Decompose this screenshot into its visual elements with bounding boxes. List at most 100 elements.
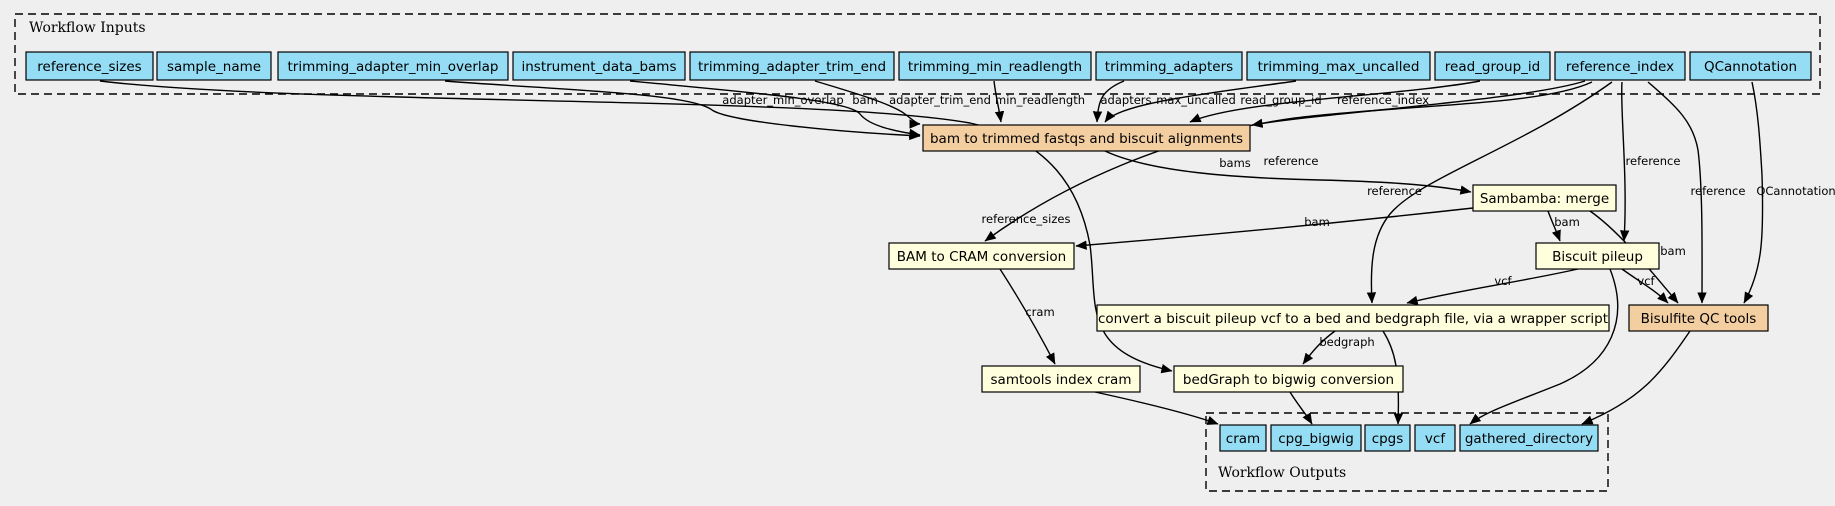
edge-min-readlength — [993, 80, 1005, 123]
node-label: samtools index cram — [991, 372, 1132, 388]
edge-label-bam-to-qc: bam — [1660, 244, 1686, 258]
node-box — [1472, 184, 1617, 212]
node-label: trimming_max_uncalled — [1258, 59, 1420, 75]
input-node-reference-sizes: reference_sizes — [25, 51, 154, 81]
edge-bams-in — [629, 80, 921, 139]
edge-label-qcannotation: QCannotation — [1756, 184, 1835, 198]
output-node-cram: cram — [1219, 424, 1267, 452]
node-box — [1173, 365, 1404, 393]
edge-ref-to-qc — [1647, 81, 1707, 304]
edge-label-ref-to-convert: reference — [1367, 184, 1422, 198]
edge-label-bam-to-pileup: bam — [1554, 215, 1580, 229]
edge-label-read-group-id: read_group_id — [1240, 93, 1321, 107]
node-label: trimming_min_readlength — [908, 59, 1082, 75]
node-box — [1364, 424, 1411, 452]
edge-adapters — [1092, 80, 1125, 123]
node-box — [981, 365, 1141, 393]
node-box — [277, 51, 509, 81]
node-label: trimming_adapter_trim_end — [698, 59, 886, 75]
input-node-trimming-max-uncalled: trimming_max_uncalled — [1246, 51, 1431, 81]
input-node-read-group-id: read_group_id — [1434, 51, 1551, 81]
edge-ref-to-convert — [1366, 81, 1613, 304]
nodes: reference_sizes sample_name trimming_adapt… — [25, 51, 1812, 452]
edge-cram — [999, 268, 1056, 365]
node-label: cpgs — [1372, 431, 1404, 447]
node-label: trimming_adapters — [1105, 59, 1233, 75]
edge-bedgraph — [1302, 330, 1336, 365]
node-box — [1459, 424, 1599, 452]
edge-label-ref-sizes: reference_sizes — [982, 212, 1071, 226]
node-label: Bisulfite QC tools — [1641, 311, 1757, 327]
workflow-inputs-label: Workflow Inputs — [29, 20, 146, 36]
edge-label-bams-in: bam — [852, 93, 878, 107]
edge-label-bedgraph: bedgraph — [1319, 335, 1374, 349]
edge-min-overlap — [444, 80, 921, 141]
node-box — [898, 51, 1092, 81]
edge-bams — [1104, 150, 1472, 195]
edge-label-vcf-to-convert: vcf — [1494, 274, 1512, 288]
edge-label-ref-to-cram: reference — [1264, 154, 1319, 168]
edge-label-reference-index: reference_index — [1337, 93, 1429, 107]
node-label: vcf — [1425, 431, 1446, 447]
step-node-sambamba-merge: Sambamba: merge — [1472, 184, 1617, 212]
node-box — [512, 51, 686, 81]
node-box — [1689, 51, 1812, 81]
edge-label-cram: cram — [1025, 305, 1054, 319]
node-box — [1219, 424, 1267, 452]
edge-ref-to-cram — [984, 81, 1593, 242]
workflow-outputs-cluster: Workflow Outputs — [1205, 412, 1609, 492]
input-node-trimming-min-readlength: trimming_min_readlength — [898, 51, 1092, 81]
input-node-sample-name: sample_name — [156, 51, 272, 81]
node-box — [1096, 304, 1610, 332]
edge-label-bam-to-cram: bam — [1304, 215, 1330, 229]
node-label: cram — [1226, 431, 1260, 447]
edge-qcannotation — [1743, 81, 1764, 304]
node-box — [1246, 51, 1431, 81]
edge-label-min-readlength: min_readlength — [995, 93, 1085, 107]
node-box — [156, 51, 272, 81]
node-label: cpg_bigwig — [1278, 431, 1354, 447]
node-label: trimming_adapter_min_overlap — [287, 59, 498, 75]
edge-label-trim-end: adapter_trim_end — [889, 93, 991, 107]
workflow-inputs-cluster: Workflow Inputs — [14, 13, 1821, 95]
edge-out-vcf — [1469, 268, 1619, 425]
edge-bam-to-pileup — [1547, 210, 1561, 242]
node-label: read_group_id — [1445, 59, 1540, 75]
edge-label-ref-to-pileup: reference — [1626, 154, 1681, 168]
edge-label-adapters: adapters — [1101, 93, 1152, 107]
input-node-qcannotation: QCannotation — [1689, 51, 1812, 81]
node-label: convert a biscuit pileup vcf to a bed an… — [1098, 311, 1608, 327]
input-node-trimming-adapter-min-overlap: trimming_adapter_min_overlap — [277, 51, 509, 81]
step-node-bisulfite-qc: Bisulfite QC tools — [1628, 304, 1769, 332]
edge-vcf-to-convert — [1406, 268, 1579, 306]
output-node-cpg-bigwig: cpg_bigwig — [1270, 424, 1362, 452]
step-node-bam-to-trimmed: bam to trimmed fastqs and biscuit alignm… — [922, 124, 1251, 152]
edge-read-group-id — [1189, 80, 1481, 123]
node-label: Biscuit pileup — [1552, 249, 1643, 265]
edge-label-min-overlap: adapter_min_overlap — [722, 93, 843, 107]
node-box — [1554, 51, 1686, 81]
node-label: Sambamba: merge — [1480, 191, 1609, 207]
node-label: BAM to CRAM conversion — [897, 249, 1066, 265]
node-box — [1414, 424, 1456, 452]
node-label: reference_index — [1566, 59, 1674, 75]
step-node-biscuit-pileup: Biscuit pileup — [1535, 242, 1660, 270]
node-label: sample_name — [167, 59, 261, 75]
node-label: QCannotation — [1704, 59, 1797, 75]
node-box — [1535, 242, 1660, 270]
edge-ref-sizes — [99, 80, 1173, 374]
node-label: instrument_data_bams — [522, 59, 677, 75]
node-box — [1434, 51, 1551, 81]
edge-max-uncalled — [1104, 80, 1297, 123]
step-node-bedgraph-to-bigwig: bedGraph to bigwig conversion — [1173, 365, 1404, 393]
node-label: bam to trimmed fastqs and biscuit alignm… — [930, 131, 1243, 147]
edge-bam-to-cram — [1075, 207, 1474, 250]
edge-label-ref-to-qc: reference — [1691, 184, 1746, 198]
node-label: gathered_directory — [1465, 431, 1593, 447]
output-node-vcf: vcf — [1414, 424, 1456, 452]
input-node-instrument-data-bams: instrument_data_bams — [512, 51, 686, 81]
node-box — [1628, 304, 1769, 332]
edge-label-vcf-to-qc: vcf — [1637, 274, 1655, 288]
